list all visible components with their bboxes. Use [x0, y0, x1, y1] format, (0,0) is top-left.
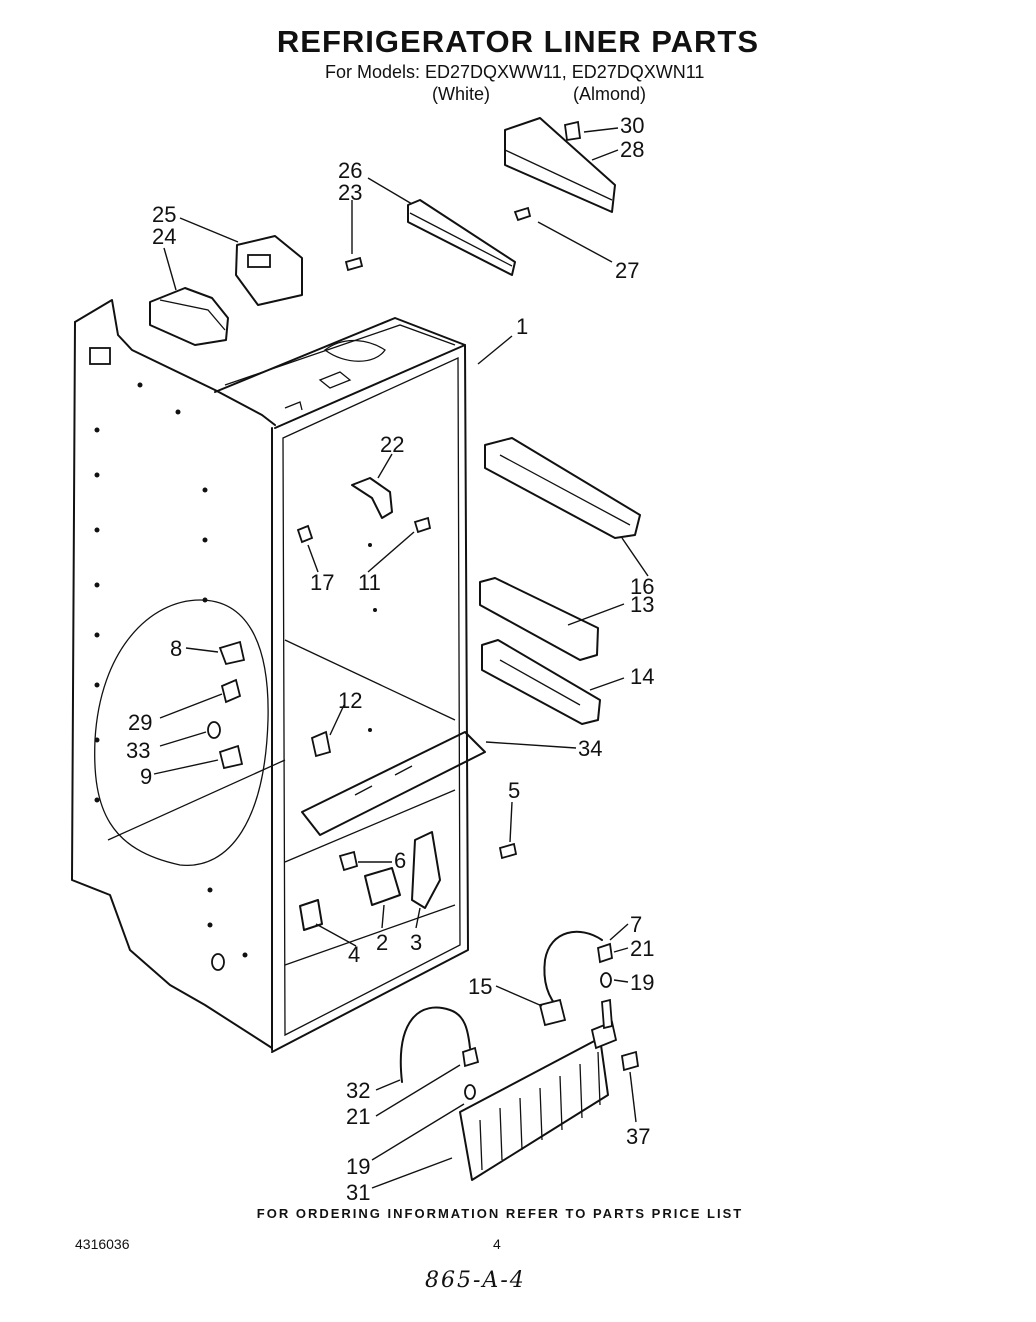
callout-2: 2: [376, 930, 388, 955]
part-21-nut-upper: [597, 942, 613, 964]
part-33-bulb: [207, 721, 221, 739]
callout-15: 15: [468, 974, 492, 999]
part-6-stud: [338, 850, 359, 872]
part-21-nut-lower: [462, 1046, 480, 1068]
part-7-tube: [543, 930, 603, 1011]
models-line: For Models: ED27DQXWW11, ED27DQXWN11: [325, 62, 705, 82]
callout-7: 7: [630, 912, 642, 937]
page-number: 4: [493, 1236, 501, 1252]
part-19-ferrule-upper: [600, 972, 612, 988]
part-24-housing: [149, 287, 229, 346]
part-2-block: [364, 867, 401, 906]
callout-19-upper: 19: [630, 970, 654, 995]
callout-13: 13: [630, 592, 654, 617]
part-22-bracket: [351, 477, 393, 519]
callout-19-lower: 19: [346, 1154, 370, 1179]
callout-4: 4: [348, 942, 360, 967]
page-title: REFRIGERATOR LINER PARTS: [276, 24, 760, 59]
part-13-rail: [479, 577, 599, 661]
callout-30: 30: [620, 113, 644, 138]
callout-24: 24: [152, 224, 176, 249]
variant-almond: (Almond): [573, 84, 647, 104]
callout-labels: 30 28 26 23 25 24 27 1 22 16 17 11 13 14…: [126, 113, 654, 1205]
callout-33: 33: [126, 738, 150, 763]
callout-27: 27: [615, 258, 639, 283]
callout-11: 11: [358, 570, 381, 595]
part-25-cover: [235, 235, 303, 306]
callout-8: 8: [170, 636, 182, 661]
part-17-plug: [296, 524, 314, 544]
callout-31: 31: [346, 1180, 370, 1205]
callout-16: 16: [630, 574, 654, 599]
callout-37: 37: [626, 1124, 650, 1149]
callout-3: 3: [410, 930, 422, 955]
callout-29: 29: [128, 710, 152, 735]
callout-22: 22: [380, 432, 404, 457]
callout-14: 14: [630, 664, 654, 689]
part-27-screw: [513, 206, 532, 222]
part-16-shelf: [484, 437, 641, 539]
callout-1: 1: [516, 314, 528, 339]
part-8-socket: [218, 640, 246, 666]
part-26-strip: [407, 199, 516, 276]
callout-9: 9: [140, 764, 152, 789]
callout-21-lower: 21: [346, 1104, 370, 1129]
callout-32: 32: [346, 1078, 370, 1103]
part-4-block: [299, 899, 323, 931]
part-28-bracket: [504, 117, 616, 213]
callout-6: 6: [394, 848, 406, 873]
part-12-retainer: [310, 730, 332, 758]
callout-21-upper: 21: [630, 936, 654, 961]
ordering-note: FOR ORDERING INFORMATION REFER TO PARTS …: [256, 1206, 744, 1221]
variant-white: (White): [432, 84, 490, 104]
part-3-bracket: [411, 831, 441, 909]
callout-23: 23: [338, 180, 362, 205]
callout-25: 25: [152, 202, 176, 227]
handwritten-note: 865-A-4: [425, 1268, 526, 1293]
callout-17: 17: [310, 570, 334, 595]
part-37-screw: [620, 1050, 640, 1072]
part-14-rail: [481, 639, 601, 725]
callout-34: 34: [578, 736, 602, 761]
callout-12: 12: [338, 688, 362, 713]
part-23-screw: [344, 256, 364, 272]
callout-5: 5: [508, 778, 520, 803]
liner-cabinet: [71, 299, 469, 1053]
part-11-screw: [413, 516, 432, 534]
part-15-valve: [538, 998, 567, 1027]
callout-28: 28: [620, 137, 644, 162]
part-31-tray: [459, 998, 618, 1181]
part-32-tube: [399, 1006, 471, 1083]
document-number: 4316036: [75, 1236, 130, 1252]
part-34-cover: [301, 731, 486, 836]
leader-lines: [153, 127, 649, 1189]
part-29-switch: [220, 678, 242, 704]
part-19-ferrule-lower: [464, 1084, 476, 1100]
part-5-screw: [498, 842, 518, 860]
callout-26: 26: [338, 158, 362, 183]
part-9-clip: [218, 744, 244, 770]
